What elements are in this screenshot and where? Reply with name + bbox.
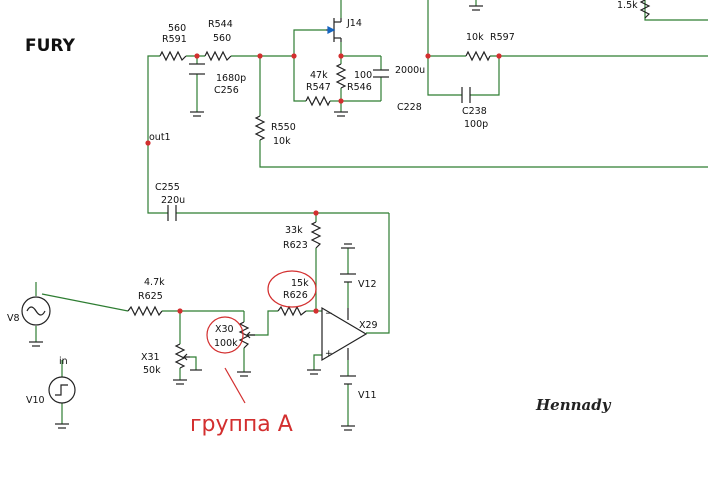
ground-opamp [307,369,321,375]
label-X29-ref: X29 [359,320,378,331]
label-R591-ref: R591 [162,34,187,45]
label-C256-value: 1680p [216,73,246,84]
capacitor-C238 [461,87,471,103]
ground-V8 [29,341,43,347]
label-X31-ref: X31 [141,352,160,363]
source-V8 [21,296,51,326]
label-C256-ref: C256 [214,85,239,96]
resistors [127,0,651,369]
resistor-R623 [310,221,322,249]
label-R546-value: 100 [354,70,372,81]
resistor-1k5 [639,0,651,19]
label-V12-ref: V12 [358,279,377,290]
label-R547-value: 47k [310,70,328,81]
label-R623-value: 33k [285,225,303,236]
resistor-R597 [465,50,491,62]
label-R626-ref: R626 [283,290,308,301]
battery-V11 [340,375,356,385]
label-R544-ref: R544 [208,19,233,30]
resistor-R550 [254,115,266,141]
label-R-top-value: 1.5k [617,0,638,11]
annotation-text: группа А [190,412,293,437]
capacitor-C256 [189,63,205,75]
battery-V12 [340,273,356,283]
label-C228-ref: C228 [397,102,422,113]
label-R550-ref: R550 [271,122,296,133]
resistor-R544 [204,50,232,62]
diagram-title: FURY [25,36,76,56]
label-R625-ref: R625 [138,291,163,302]
label-V8-ref: V8 [7,313,20,324]
pot-X31 [174,343,186,369]
label-V11-ref: V11 [358,390,377,401]
resistor-R591 [159,50,187,62]
ground-symbols [29,5,483,431]
label-C255-ref: C255 [155,182,180,193]
pot-X30 [238,321,250,349]
capacitors [167,63,471,221]
label-X30-ref: X30 [215,324,234,335]
resistor-R625 [127,305,163,317]
ground-X30 [237,371,251,377]
capacitor-C255 [167,205,177,221]
label-C255-value: 220u [161,195,185,206]
ground-X31 [173,379,187,385]
label-X31-value: 50k [143,365,161,376]
label-R547-ref: R547 [306,82,331,93]
ground-V10 [55,423,69,429]
highlight-ring-X30 [206,316,244,354]
resistor-R546 [335,63,347,89]
signature: Hennady [535,396,612,414]
highlight-ring-R626 [267,270,317,308]
batteries [340,273,356,385]
jfet-J14 [326,18,342,42]
label-C238-ref: C238 [462,106,487,117]
ground-V12 [341,243,355,249]
resistor-R547 [305,95,331,107]
label-R546-ref: R546 [347,82,372,93]
label-R597-ref: R597 [490,32,515,43]
annotation-arrow [224,367,246,404]
label-R623-ref: R623 [283,240,308,251]
source-V10 [48,376,76,404]
label-R591-value: 560 [168,23,186,34]
label-X30-value: 100k [214,338,238,349]
label-R544-value: 560 [213,33,231,44]
capacitor-C228 [373,69,389,78]
label-J14-ref: J14 [346,18,362,29]
svg-text:−: − [325,309,333,319]
ground-top [469,5,483,11]
ground-C256 [190,111,204,117]
label-C228-value: 2000u [395,65,425,76]
svg-text:+: + [325,349,333,359]
label-out1: out1 [149,132,171,143]
label-C238-value: 100p [464,119,488,130]
wires [35,0,708,426]
opamp-X29: − + [321,306,368,362]
label-V10-in: in [59,356,68,367]
pot-wipers [183,331,255,361]
label-R550-value: 10k [273,136,291,147]
label-R597-value: 10k [466,32,484,43]
ground-J14 [334,111,348,117]
label-R625-value: 4.7k [144,277,165,288]
label-R626-value: 15k [291,278,309,289]
label-V10-ref: V10 [26,395,45,406]
node-dots [145,53,502,314]
ground-V11 [341,425,355,431]
resistor-R626 [277,305,307,317]
